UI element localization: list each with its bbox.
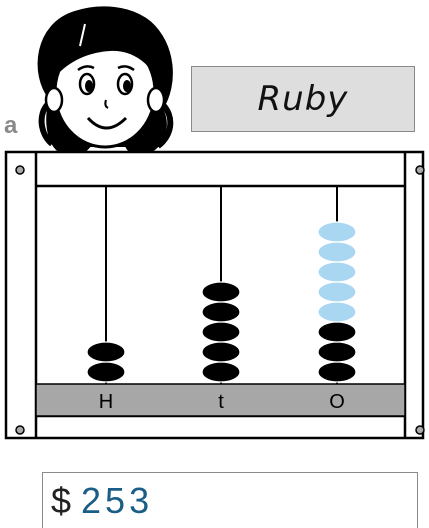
- bead-black[interactable]: [317, 341, 357, 363]
- answer-box[interactable]: $ 253: [42, 472, 418, 528]
- bead-black[interactable]: [86, 361, 126, 383]
- bead-blue[interactable]: [317, 221, 357, 243]
- bead-blue[interactable]: [317, 261, 357, 283]
- answer-value: 253: [81, 479, 154, 521]
- place-label: H: [99, 391, 113, 413]
- bead-black[interactable]: [201, 301, 241, 323]
- bead-black[interactable]: [317, 361, 357, 383]
- bead-blue[interactable]: [317, 301, 357, 323]
- screw-icon: [415, 425, 425, 435]
- screw-icon: [415, 165, 425, 175]
- name-box: Ruby: [191, 66, 415, 132]
- bead-blue[interactable]: [317, 241, 357, 263]
- screw-icon: [15, 425, 25, 435]
- place-label: O: [329, 391, 345, 413]
- item-letter: a: [4, 112, 18, 139]
- student-name: Ruby: [257, 79, 349, 119]
- abacus-base: [35, 383, 406, 417]
- bead-black[interactable]: [201, 361, 241, 383]
- frame-screws: [15, 165, 425, 435]
- place-label: t: [218, 391, 224, 413]
- bead-blue[interactable]: [317, 281, 357, 303]
- bead-black[interactable]: [201, 321, 241, 343]
- bead-black[interactable]: [86, 341, 126, 363]
- bead-black[interactable]: [201, 281, 241, 303]
- currency-symbol: $: [51, 479, 72, 521]
- bead-black[interactable]: [317, 321, 357, 343]
- abacus-beads: [86, 221, 357, 383]
- bead-black[interactable]: [201, 341, 241, 363]
- screw-icon: [15, 165, 25, 175]
- girl-face-illustration: [37, 6, 174, 157]
